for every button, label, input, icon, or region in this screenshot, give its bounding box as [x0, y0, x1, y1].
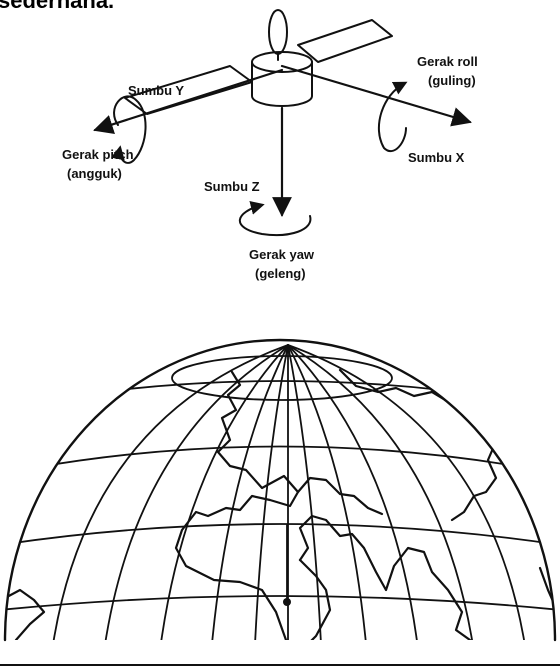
- label-yaw-line1: Gerak yaw: [249, 247, 315, 262]
- yaw-rotation-arrow: [240, 205, 311, 235]
- heading-fragment: sederhana.: [0, 0, 114, 13]
- solar-panel-right: [298, 20, 392, 62]
- label-pitch-line2: (angguk): [67, 166, 122, 181]
- label-axis-z: Sumbu Z: [204, 179, 260, 194]
- roll-rotation-arrow: [379, 83, 406, 151]
- continent-outlines: [5, 370, 556, 652]
- label-yaw-line2: (geleng): [255, 266, 306, 281]
- globe: [0, 340, 560, 666]
- label-pitch-line1: Gerak pitch: [62, 147, 134, 162]
- label-roll-line1: Gerak roll: [417, 54, 478, 69]
- satellite-body: [252, 52, 312, 106]
- satellite: [125, 10, 392, 114]
- label-axis-x: Sumbu X: [408, 150, 465, 165]
- label-axis-y: Sumbu Y: [128, 83, 184, 98]
- label-roll-line2: (guling): [428, 73, 476, 88]
